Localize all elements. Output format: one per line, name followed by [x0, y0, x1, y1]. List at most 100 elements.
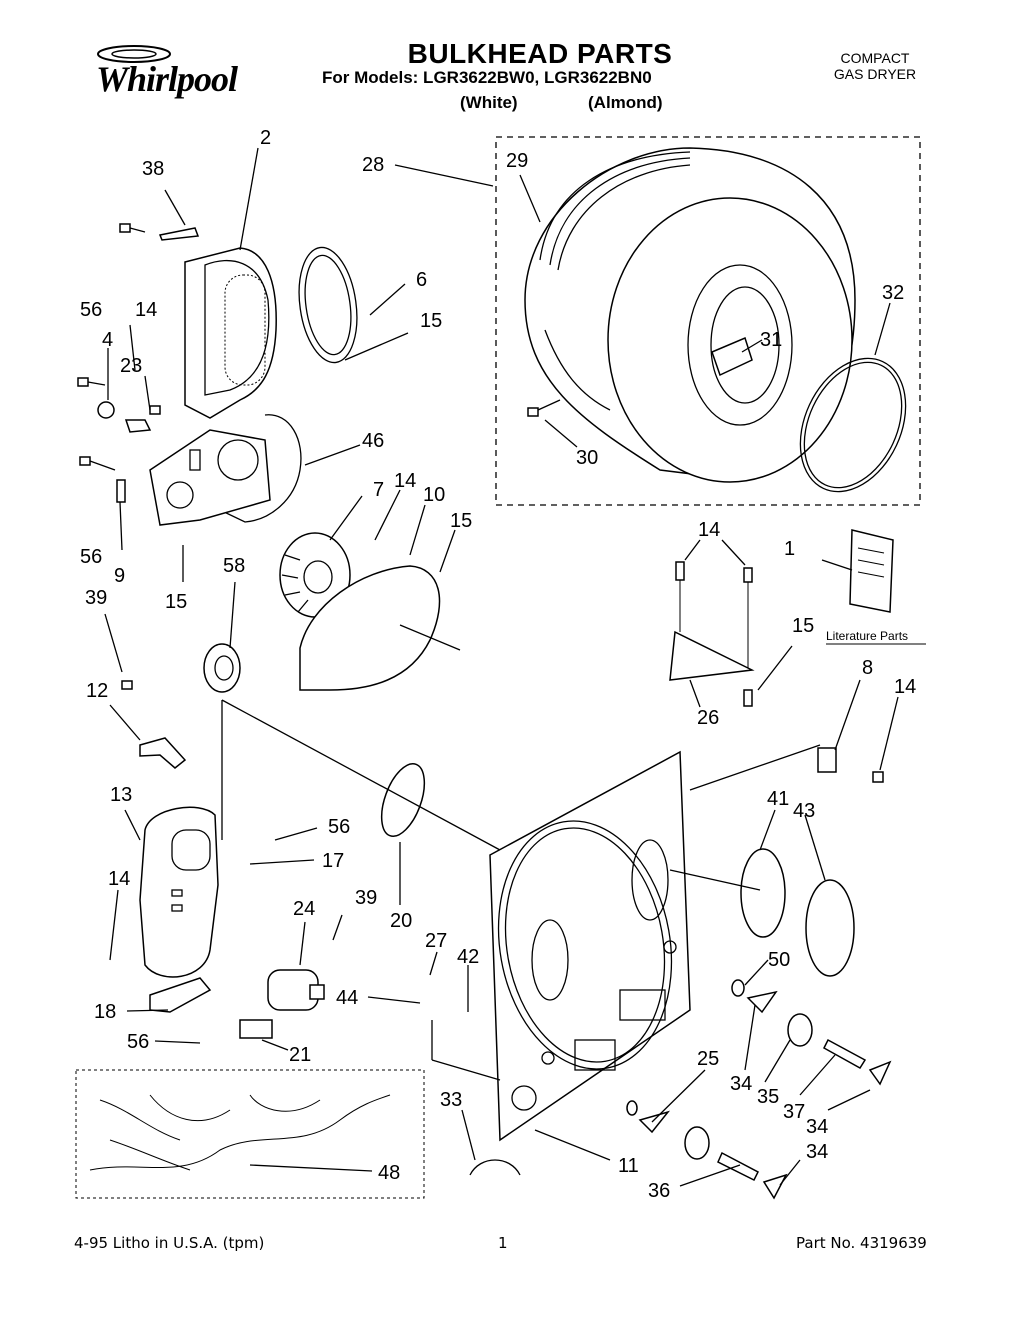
callout-8: 8	[862, 657, 873, 679]
switch-8	[817, 747, 837, 773]
callout-37: 37	[783, 1101, 805, 1123]
callout-33: 33	[440, 1089, 462, 1111]
bracket-18	[149, 977, 212, 1013]
gasket-6	[298, 246, 358, 364]
footer-part-number: Part No. 4319639	[796, 1234, 927, 1252]
blower-wheel-part	[279, 532, 351, 618]
callout-35: 35	[757, 1086, 779, 1108]
callout-13: 13	[110, 784, 132, 806]
callout-44: 44	[336, 987, 358, 1009]
drum-part	[524, 147, 856, 483]
screws-left	[77, 223, 161, 503]
callout-4: 4	[102, 329, 113, 351]
logo-swirl	[97, 45, 171, 63]
callout-34c: 34	[806, 1141, 828, 1163]
callout-21: 21	[289, 1044, 311, 1066]
brand-name: Whirlpool	[96, 59, 238, 99]
literature-booklet	[849, 529, 894, 613]
cover-43	[805, 879, 855, 977]
literature-parts-label: Literature Parts	[826, 629, 908, 643]
callout-6: 6	[416, 269, 427, 291]
callout-12: 12	[86, 680, 108, 702]
idler-assembly	[626, 979, 892, 1200]
housing-41	[740, 848, 786, 938]
callout-25: 25	[697, 1048, 719, 1070]
motor-part	[239, 969, 325, 1039]
color-white: (White)	[460, 93, 518, 112]
models-line: For Models: LGR3622BW0, LGR3622BN0	[322, 68, 652, 87]
callout-34a: 34	[730, 1073, 752, 1095]
callout-11: 11	[618, 1155, 639, 1177]
callout-1: 1	[784, 538, 795, 560]
product-type-line2: GAS DRYER	[833, 66, 917, 82]
bracket-12	[139, 737, 187, 769]
callout-15b: 15	[450, 510, 472, 532]
callout-46: 46	[362, 430, 384, 452]
bracket-26	[669, 630, 755, 681]
callout-24: 24	[293, 898, 315, 920]
callout-48: 48	[378, 1162, 400, 1184]
callout-56a: 56	[80, 299, 102, 321]
clip-38	[158, 227, 200, 241]
clip-4	[97, 401, 152, 433]
drum-seal-ring	[799, 357, 907, 493]
callout-56d: 56	[127, 1031, 149, 1053]
blower-housing-cover	[299, 565, 441, 691]
bulkhead-part	[489, 750, 691, 1142]
callout-14d: 14	[894, 676, 916, 698]
callout-14a: 14	[135, 299, 157, 321]
bearing-58	[203, 643, 241, 693]
callout-14b: 14	[394, 470, 416, 492]
callout-32: 32	[882, 282, 904, 304]
leader-lines	[104, 147, 899, 1187]
callout-38: 38	[142, 158, 164, 180]
callout-34b: 34	[806, 1116, 828, 1138]
drum-screw	[527, 399, 561, 417]
footer-page-number: 1	[498, 1234, 508, 1252]
callout-18: 18	[94, 1001, 116, 1023]
clamp-33	[469, 1159, 521, 1176]
callout-14e: 14	[108, 868, 130, 890]
drum-baffle	[711, 336, 753, 377]
callout-15d: 15	[792, 615, 814, 637]
whirlpool-logo: Whirlpool	[82, 40, 242, 100]
lint-filter-cover	[380, 763, 426, 837]
callout-39a: 39	[85, 587, 107, 609]
page-title: BULKHEAD PARTS	[407, 38, 673, 69]
callout-29: 29	[506, 150, 528, 172]
callout-14c: 14	[698, 519, 720, 541]
color-almond: (Almond)	[588, 93, 663, 112]
callout-39b: 39	[355, 887, 377, 909]
callout-50: 50	[768, 949, 790, 971]
callout-56b: 56	[80, 546, 102, 568]
blower-housing-part	[184, 247, 277, 419]
callout-28: 28	[362, 154, 384, 176]
exhaust-duct-part	[139, 806, 219, 978]
callout-15c: 15	[165, 591, 187, 613]
callout-10: 10	[423, 484, 445, 506]
callout-42: 42	[457, 946, 479, 968]
callout-20: 20	[390, 910, 412, 932]
callout-27: 27	[425, 930, 447, 952]
callout-9: 9	[114, 565, 125, 587]
callout-58: 58	[223, 555, 245, 577]
product-type-line1: COMPACT	[840, 50, 910, 66]
callout-15a: 15	[420, 310, 442, 332]
footer-litho: 4-95 Litho in U.S.A. (tpm)	[74, 1234, 265, 1252]
seal-46	[219, 414, 302, 523]
callout-31: 31	[760, 329, 782, 351]
bracket-plate	[149, 429, 271, 526]
callout-17: 17	[322, 850, 344, 872]
callout-7: 7	[373, 479, 384, 501]
lint-screen-mesh	[224, 274, 266, 386]
callout-26: 26	[697, 707, 719, 729]
callout-41: 41	[767, 788, 789, 810]
callout-56c: 56	[328, 816, 350, 838]
callout-36: 36	[648, 1180, 670, 1202]
callout-23: 23	[120, 355, 142, 377]
drum-assembly-box	[495, 136, 921, 506]
callout-43: 43	[793, 800, 815, 822]
callout-30: 30	[576, 447, 598, 469]
wire-harness	[75, 1069, 425, 1199]
